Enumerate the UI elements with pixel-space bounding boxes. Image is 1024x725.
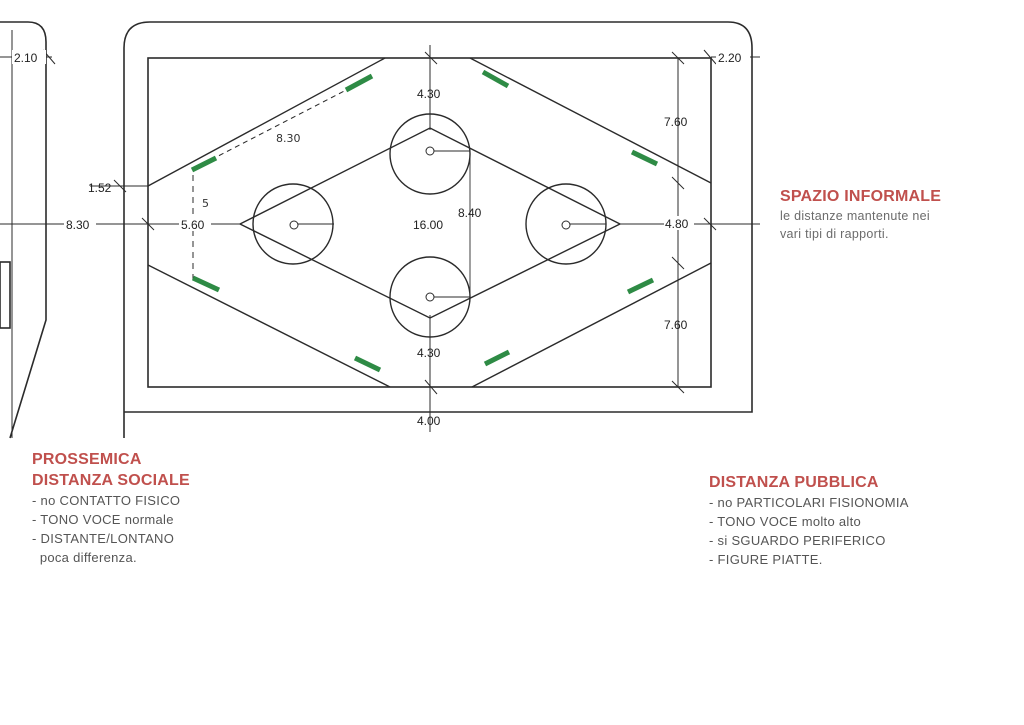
note-informale-line: vari tipi di rapporti. — [780, 227, 889, 241]
seat-marker — [191, 275, 221, 293]
center-left — [289, 220, 299, 230]
dim-left-offset: 1.52 — [88, 181, 112, 195]
seat-marker — [630, 149, 659, 167]
dim-diagonal: 8.30 — [276, 132, 301, 145]
dimension-labels: 2.10 2.20 4.30 4.30 7.60 7.60 4.80 1.52 … — [12, 50, 750, 428]
seat-marker — [481, 69, 510, 89]
note-sociale-title2: DISTANZA SOCIALE — [32, 472, 190, 489]
center-right — [561, 220, 571, 230]
seat-marker — [626, 277, 655, 295]
seat-marker — [190, 155, 218, 173]
note-informale-line: le distanze mantenute nei — [780, 209, 930, 223]
note-pubblica-title: DISTANZA PUBBLICA — [709, 474, 879, 491]
left-room-door — [0, 261, 11, 329]
seat-marker — [353, 355, 382, 373]
dim-left-inner: 5.60 — [181, 218, 205, 232]
center-top — [425, 146, 435, 156]
note-distanza-pubblica: DISTANZA PUBBLICA - no PARTICOLARI FISIO… — [709, 472, 909, 569]
note-sociale-line: - no CONTATTO FISICO — [32, 493, 181, 508]
hex-edge-ur — [469, 57, 712, 184]
hex-edge-lr — [471, 262, 712, 388]
hex-edge-ll — [147, 264, 391, 388]
dim-left-outer: 8.30 — [66, 218, 90, 232]
seat-marker — [483, 349, 511, 367]
dim-margin-right: 2.20 — [718, 51, 742, 65]
seat-markers — [190, 69, 659, 373]
dim-right-middle: 4.80 — [665, 217, 689, 231]
note-sociale-title1: PROSSEMICA — [32, 451, 142, 468]
note-pubblica-line: - si SGUARDO PERIFERICO — [709, 533, 886, 548]
center-bottom — [425, 292, 435, 302]
dim-bottom-outer: 4.00 — [417, 414, 441, 428]
dim-center-width: 16.00 — [413, 218, 443, 232]
note-distanza-sociale: PROSSEMICA DISTANZA SOCIALE - no CONTATT… — [32, 449, 190, 567]
note-pubblica-line: - no PARTICOLARI FISIONOMIA — [709, 495, 909, 510]
room-frame — [123, 21, 753, 438]
seat-marker — [344, 73, 374, 93]
dim-vertical-short: 5 — [202, 197, 209, 210]
dim-bottom-gap: 4.30 — [417, 346, 441, 360]
dim-center-height: 8.40 — [458, 206, 482, 220]
dim-top-gap: 4.30 — [417, 87, 441, 101]
dim-right-upper: 7.60 — [664, 115, 688, 129]
note-pubblica-line: - TONO VOCE molto alto — [709, 514, 862, 529]
note-sociale-line: poca differenza. — [32, 550, 137, 565]
dim-right-lower: 7.60 — [664, 318, 688, 332]
outer-outline — [0, 21, 753, 439]
note-pubblica-line: - FIGURE PIATTE. — [709, 552, 823, 567]
floor-plan-drawing: 2.10 2.20 4.30 4.30 7.60 7.60 4.80 1.52 … — [0, 21, 760, 439]
note-informale-title: SPAZIO INFORMALE — [780, 188, 942, 205]
note-spazio-informale: SPAZIO INFORMALE le distanze mantenute n… — [780, 186, 980, 243]
note-sociale-line: - DISTANTE/LONTANO — [32, 531, 175, 546]
left-room-outline — [0, 21, 47, 439]
dim-margin-left: 2.10 — [14, 51, 38, 65]
dimension-lines — [0, 45, 760, 432]
hex-edge-ul — [147, 57, 386, 187]
note-sociale-line: - TONO VOCE normale — [32, 512, 174, 527]
